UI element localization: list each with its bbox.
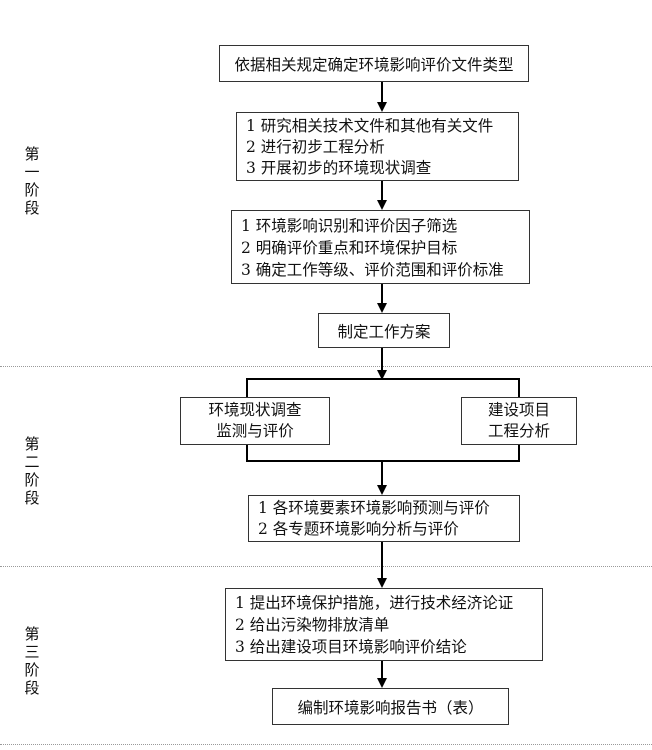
stage-separator-1 — [0, 366, 652, 367]
arrow-line-2 — [381, 181, 383, 201]
stage-separator-3 — [0, 744, 652, 745]
stage-label-3: 第三阶段 — [22, 626, 41, 698]
flow-box-impact-prediction: 1 各环境要素环境影响预测与评价 2 各专题环境影响分析与评价 — [248, 495, 520, 542]
arrow-down-icon — [377, 200, 387, 210]
flow-box-line: 2 给出污染物排放清单 — [235, 616, 390, 634]
arrow-down-icon — [377, 578, 387, 588]
branch-bottom-line — [246, 460, 520, 462]
flow-box-line: 1 研究相关技术文件和其他有关文件 — [246, 117, 494, 135]
flow-box-line: 环境现状调查 — [208, 401, 302, 419]
flow-box-document-type: 依据相关规定确定环境影响评价文件类型 — [219, 45, 529, 82]
arrow-line-4 — [381, 348, 383, 371]
flow-box-protection-measures: 1 提出环境保护措施，进行技术经济论证 2 给出污染物排放清单 3 给出建设项目… — [225, 588, 543, 661]
arrow-down-icon — [377, 370, 387, 380]
flow-box-preliminary-research: 1 研究相关技术文件和其他有关文件 2 进行初步工程分析 3 开展初步的环境现状… — [236, 112, 519, 181]
stage-separator-2 — [0, 566, 652, 567]
flow-box-line: 监测与评价 — [216, 422, 294, 440]
flow-box-line: 工程分析 — [487, 422, 550, 440]
flow-box-line: 1 提出环境保护措施，进行技术经济论证 — [235, 594, 514, 612]
flow-box-line: 3 开展初步的环境现状调查 — [246, 159, 432, 177]
flow-box-line: 1 各环境要素环境影响预测与评价 — [258, 499, 490, 517]
flow-box-line: 2 各专题环境影响分析与评价 — [258, 520, 459, 538]
flow-box-line: 2 明确评价重点和环境保护目标 — [241, 239, 458, 257]
arrow-line-5 — [381, 460, 383, 486]
flow-box-line: 1 环境影响识别和评价因子筛选 — [241, 217, 458, 235]
arrow-line-3 — [381, 284, 383, 304]
arrow-line-1 — [381, 82, 383, 103]
arrow-down-icon — [377, 485, 387, 495]
arrow-line-7 — [381, 661, 383, 679]
flow-box-line: 建设项目 — [487, 401, 550, 419]
flow-box-work-plan: 制定工作方案 — [318, 313, 450, 348]
flow-box-compile-report: 编制环境影响报告书（表） — [272, 688, 509, 725]
flow-box-line: 3 确定工作等级、评价范围和评价标准 — [241, 261, 504, 279]
flow-box-line: 3 给出建设项目环境影响评价结论 — [235, 638, 467, 656]
arrow-down-icon — [377, 303, 387, 313]
flow-box-project-analysis: 建设项目 工程分析 — [461, 397, 577, 445]
flow-box-line: 2 进行初步工程分析 — [246, 138, 385, 156]
stage-label-1: 第一阶段 — [22, 146, 41, 218]
arrow-down-icon — [377, 102, 387, 112]
arrow-down-icon — [377, 678, 387, 688]
arrow-line-6 — [381, 542, 383, 579]
flow-box-environment-survey: 环境现状调查 监测与评价 — [180, 397, 330, 445]
stage-label-2: 第二阶段 — [22, 436, 41, 508]
flow-box-impact-identification: 1 环境影响识别和评价因子筛选 2 明确评价重点和环境保护目标 3 确定工作等级… — [231, 210, 530, 284]
